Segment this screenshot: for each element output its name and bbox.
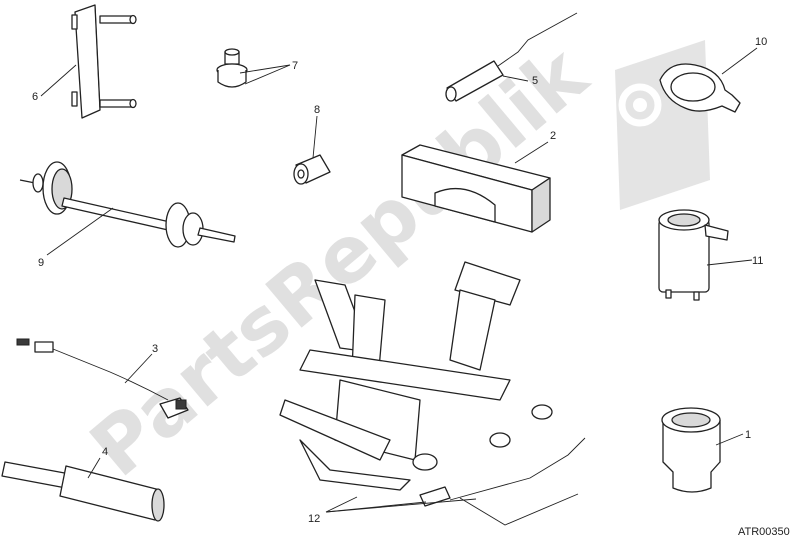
- drawing-code: ATR00350: [738, 526, 790, 538]
- callout-6: 6: [32, 91, 38, 103]
- part-7-valve: [216, 48, 291, 88]
- callout-8: 8: [314, 104, 320, 116]
- part-12-stand-assembly: [279, 261, 586, 526]
- part-10-ring-spanner: [659, 47, 758, 113]
- part-5-pin-tool: [445, 12, 578, 102]
- callout-11: 11: [752, 255, 763, 267]
- part-6-puller-frame: [40, 4, 137, 119]
- callout-10: 10: [755, 36, 767, 48]
- part-4-drift: [1, 457, 165, 522]
- callout-12: 12: [308, 513, 320, 525]
- callout-5: 5: [532, 75, 538, 87]
- callout-labels: 1 2 3 4 5 6 7 8 9 10 11 12: [32, 36, 767, 525]
- callout-7: 7: [292, 60, 298, 72]
- callout-1: 1: [745, 429, 751, 441]
- part-8-bushing: [293, 115, 331, 185]
- part-2-block: [401, 141, 551, 233]
- callout-2: 2: [550, 130, 556, 142]
- part-1-socket: [661, 407, 744, 493]
- callout-3: 3: [152, 343, 158, 355]
- callout-9: 9: [38, 257, 44, 269]
- part-11-socket-arm: [658, 209, 753, 301]
- callout-4: 4: [102, 446, 108, 458]
- part-9-shaft-puller: [19, 161, 236, 256]
- part-3-cable: [16, 338, 189, 419]
